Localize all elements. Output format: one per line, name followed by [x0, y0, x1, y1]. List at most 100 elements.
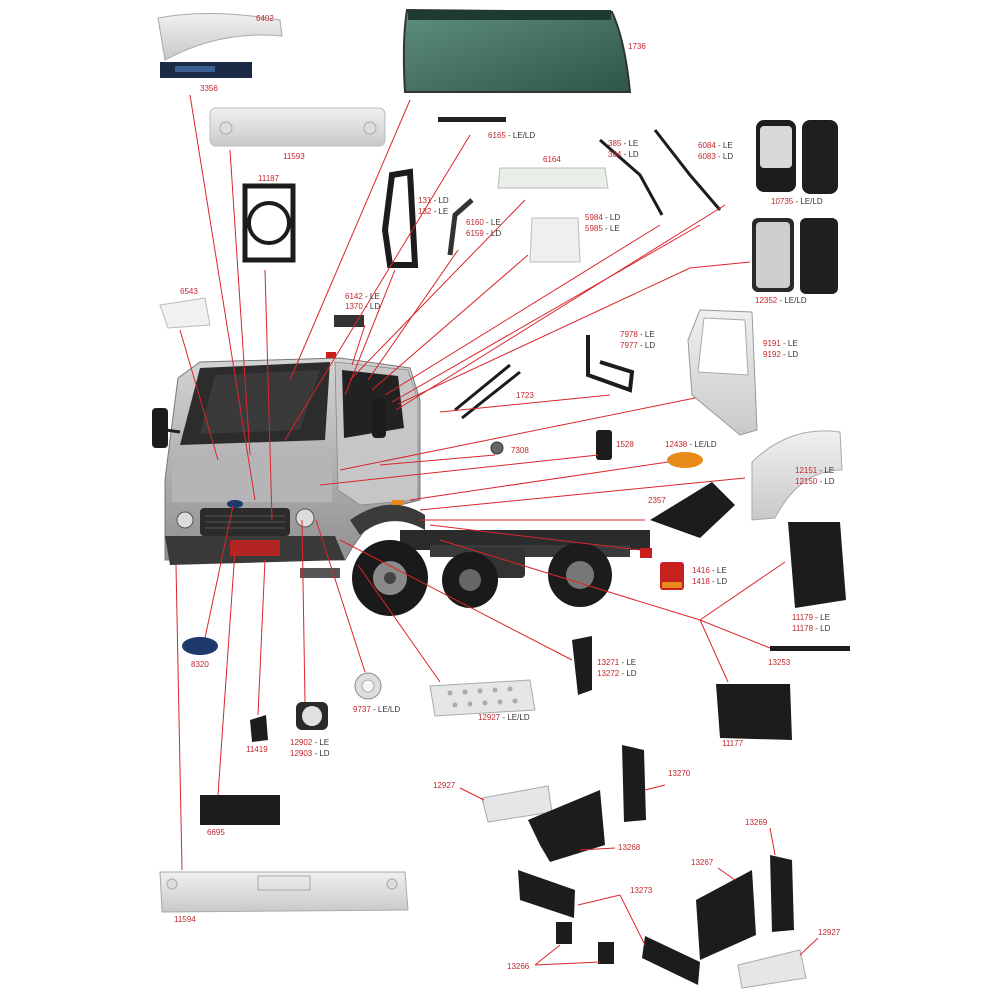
truck-illustration [152, 352, 652, 616]
part-label-11594: 11594 [174, 915, 196, 924]
part-label-11178: 11178 - LD [792, 624, 831, 633]
window-channel-icon [447, 198, 474, 256]
cab-light-icon [334, 315, 364, 327]
part-label-12150: 12150 - LD [795, 477, 835, 486]
step-plate-icon [429, 679, 536, 717]
truck-emblem [227, 500, 243, 508]
side-marker-lamp-icon [667, 452, 703, 468]
fender-icon [751, 430, 843, 521]
part-label-7308: 7308 [511, 446, 529, 455]
kit-bracket-13273 [518, 870, 575, 918]
part-label-10735: 10735 - LE/LD [771, 197, 823, 206]
kit-bracket-13269 [770, 855, 794, 932]
door-frame-icon [381, 168, 419, 268]
part-label-7977: 7977 - LD [620, 341, 656, 350]
part-label-1416: 1416 - LE [692, 566, 727, 575]
truck-headlamp-left [176, 511, 194, 529]
mud-flap-2 [716, 684, 792, 740]
mirror-2-back [800, 218, 838, 294]
part-label-13267: 13267 [691, 858, 714, 867]
part-label-11419: 11419 [246, 745, 268, 754]
radiator-shroud-icon [242, 183, 296, 263]
part-label-12352: 12352 - LE/LD [755, 296, 807, 305]
cap-icon [250, 715, 268, 742]
leader-lines [175, 94, 819, 966]
part-label-9737: 9737 - LE/LD [353, 705, 401, 714]
cab-mirror-left [152, 408, 168, 448]
part-label-6084: 6084 - LE [698, 141, 733, 150]
door-seal-2 [653, 129, 722, 211]
part-label-5985: 5985 - LE [585, 224, 620, 233]
part-label-6159: 6159 - LD [466, 229, 502, 238]
cab-mirror-right [372, 398, 386, 438]
front-grille-panel-icon [209, 107, 386, 147]
windshield-band [408, 10, 611, 20]
truck-step [300, 568, 340, 578]
truck-side-lamp [392, 500, 404, 505]
panel-hole-right [363, 121, 377, 135]
door-window-opening [697, 317, 749, 376]
part-label-12927-main: 12927 - LE/LD [478, 713, 530, 722]
part-label-5984: 5984 - LD [585, 213, 621, 222]
bumper-light-right [386, 878, 398, 890]
part-label-13272: 13272 - LD [597, 669, 637, 678]
part-label-131: 131 - LD [418, 196, 449, 205]
handle-icon [596, 430, 612, 460]
part-label-384: 384 - LD [608, 150, 639, 159]
windshield-reflection [200, 370, 320, 434]
part-label-13266: 13266 [507, 962, 530, 971]
part-label-9191: 9191 - LE [763, 339, 798, 348]
part-label-1736: 1736 [628, 42, 646, 51]
part-label-11187: 11187 [258, 174, 280, 183]
bumper-light-left [166, 878, 178, 890]
kit-bracket-13266a [556, 922, 572, 944]
part-label-6165: 6165 - LE/LD [488, 131, 536, 140]
bracket-icon [572, 636, 592, 695]
part-label-6164: 6164 [543, 155, 561, 164]
part-label-12927-kit1: 12927 [433, 781, 456, 790]
tail-lamp-amber [662, 582, 682, 588]
headlamp-lens [302, 706, 322, 726]
part-label-13268: 13268 [618, 843, 641, 852]
front-wheel [352, 540, 428, 616]
part-label-11593: 11593 [283, 152, 305, 161]
plate-holder-icon [200, 795, 280, 825]
fog-lamp-lens [361, 679, 375, 693]
part-label-12927-kit2: 12927 [818, 928, 841, 937]
truck-tail-lamp [640, 548, 652, 558]
step-housing-icon [650, 482, 735, 538]
wiper-arm-icon [454, 363, 521, 420]
step-bracket-icon [528, 790, 605, 862]
part-label-6695: 6695 [207, 828, 225, 837]
rear-wheel [442, 543, 612, 608]
part-label-3356: 3356 [200, 84, 218, 93]
part-label-13270: 13270 [668, 769, 691, 778]
front-bumper-icon [159, 871, 409, 913]
part-label-132: 132 - LE [418, 207, 449, 216]
part-label-6402: 6402 [256, 14, 274, 23]
kit-bracket-13270 [622, 745, 646, 822]
mirror-glass [760, 126, 792, 168]
emblem-icon [490, 441, 504, 455]
kit-bracket-long [642, 936, 700, 985]
part-label-8320: 8320 [191, 660, 209, 669]
mud-flap-icon [788, 522, 846, 608]
mirror-back [802, 120, 838, 194]
part-label-2357: 2357 [648, 496, 666, 505]
mirror-bracket-icon [586, 335, 635, 393]
strip-highlight [175, 66, 215, 72]
ford-badge-icon [182, 637, 218, 655]
part-label-12902: 12902 - LE [290, 738, 330, 747]
part-label-13273: 13273 [630, 886, 653, 895]
wiper-blade-icon [438, 117, 506, 122]
reservoir-icon [159, 297, 211, 329]
part-label-6083: 6083 - LD [698, 152, 734, 161]
truck-plate [230, 540, 280, 556]
part-label-6160: 6160 - LE [466, 218, 501, 227]
mirror-arm-left [165, 428, 181, 434]
part-label-6543: 6543 [180, 287, 198, 296]
truck-fender [350, 504, 425, 535]
panel-hole-left [219, 121, 233, 135]
part-label-12151: 12151 - LE [795, 466, 835, 475]
